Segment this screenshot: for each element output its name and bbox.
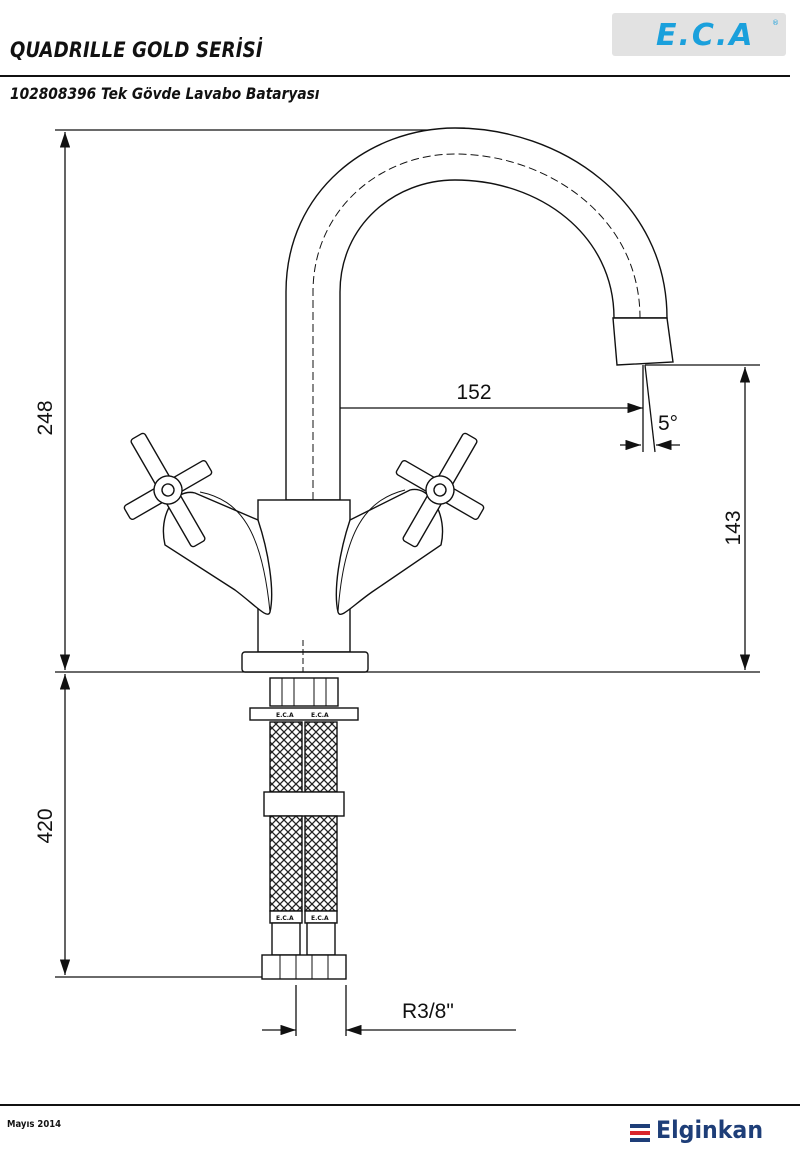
left-cross-handle [123, 432, 213, 548]
connection-nut [261, 954, 347, 980]
hose-left-fitting [271, 922, 301, 956]
hose-mark-lower-right: E.C.A [311, 915, 329, 922]
registered-mark: ® [772, 19, 779, 27]
hose-left-upper [269, 721, 303, 793]
faucet-base-flange [241, 651, 369, 673]
right-cross-handle [395, 432, 485, 548]
eca-logo: E.C.A ® [612, 13, 786, 56]
mounting-washer [249, 707, 359, 721]
dim-label-420: 420 [34, 808, 57, 843]
dim-label-152: 152 [456, 381, 491, 404]
faucet-body [257, 499, 351, 653]
eca-logo-text: E.C.A [656, 18, 755, 53]
spout-body [285, 127, 668, 501]
elginkan-logo-text: Elginkan [656, 1116, 764, 1144]
hose-left-lower [269, 815, 303, 912]
header-rule [0, 75, 790, 77]
technical-drawing: E.C.A E.C.A E.C.A E.C.A 248 420 143 152 … [34, 127, 760, 1036]
footer-rule [0, 1104, 800, 1106]
hose-clamp [263, 791, 345, 817]
aerator [612, 317, 674, 366]
hose-mark-upper-right: E.C.A [311, 712, 329, 719]
dim-label-r38: R3/8" [402, 1000, 454, 1023]
elginkan-logo: Elginkan [628, 1116, 790, 1148]
hose-right-fitting [306, 922, 336, 956]
dim-label-angle: 5° [658, 412, 678, 435]
hose-mark-lower-left: E.C.A [276, 915, 294, 922]
spout-centerline [312, 153, 641, 500]
publication-date: Mayıs 2014 [7, 1119, 62, 1130]
product-title: 102808396 Tek Gövde Lavabo Bataryası [10, 84, 320, 103]
hose-mark-upper-left: E.C.A [276, 712, 294, 719]
dim-label-248: 248 [34, 400, 57, 435]
angle-spout-line [644, 364, 656, 453]
hose-right-lower [304, 815, 338, 912]
mounting-nut [269, 677, 339, 707]
hose-right-upper [304, 721, 338, 793]
faucet [123, 127, 674, 980]
dim-label-143: 143 [722, 510, 745, 545]
elginkan-mark-icon [630, 1124, 650, 1142]
series-title: QUADRILLE GOLD SERİSİ [10, 38, 263, 62]
